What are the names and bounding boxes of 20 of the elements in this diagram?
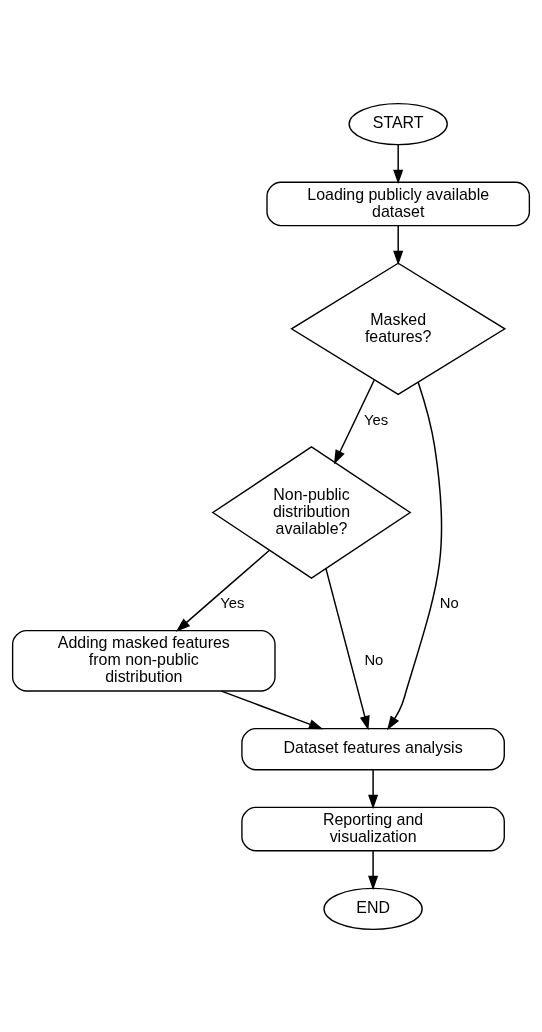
arrow: [368, 849, 379, 890]
arrow: [333, 378, 375, 464]
node-box: Loading publicly available dataset: [266, 181, 531, 226]
edge-label: Yes: [220, 594, 245, 611]
arrow: [368, 768, 379, 809]
node-ellipse: START: [348, 102, 448, 145]
edge-label: No: [364, 651, 384, 668]
arrow: [393, 143, 404, 184]
arrow: [393, 224, 404, 265]
arrow: [325, 567, 370, 730]
node-box: Dataset features analysis: [241, 727, 505, 770]
node-box: Adding masked features from non-public distribution: [11, 629, 276, 692]
edge-label: No: [439, 594, 459, 611]
arrow: [220, 689, 324, 729]
arrow: [387, 380, 443, 730]
arrow: [176, 549, 270, 632]
node-box: Reporting and visualization: [241, 806, 505, 851]
node-diamond: Masked features?: [290, 261, 507, 395]
edge-label: Yes: [364, 411, 389, 428]
node-ellipse: END: [323, 887, 423, 930]
